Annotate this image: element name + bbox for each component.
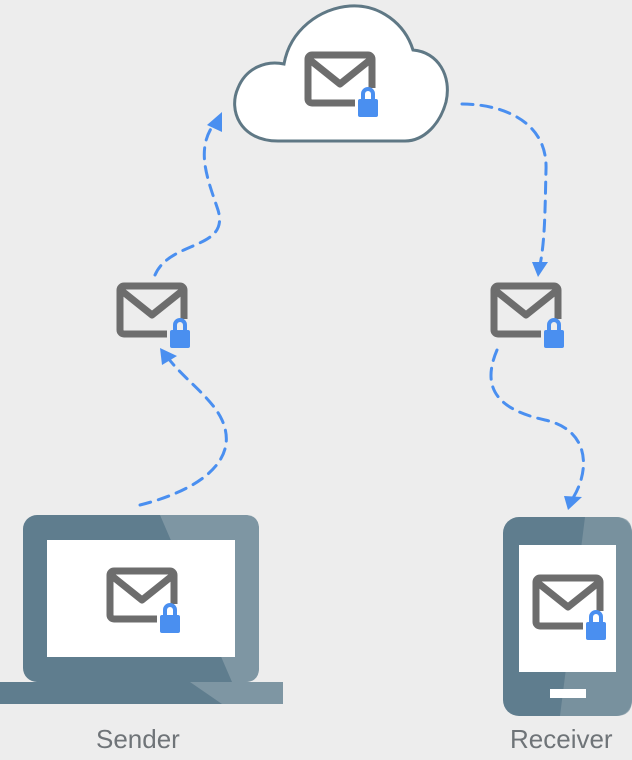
sender-side-envelope-lock-icon — [120, 286, 193, 348]
arrow-cloud-to-envelope — [460, 102, 548, 267]
receiver-side-envelope-lock-icon — [494, 286, 567, 348]
arrow-envelope-to-receiver — [489, 348, 585, 500]
sender-label: Sender — [96, 724, 180, 754]
phone-home-button — [550, 689, 586, 698]
cloud-icon — [233, 4, 449, 143]
laptop-icon — [0, 515, 283, 704]
arrowhead-4 — [564, 496, 582, 510]
arrowhead-1 — [160, 348, 177, 365]
receiver-label: Receiver — [510, 724, 613, 754]
arrowhead-2 — [207, 112, 222, 132]
arrowhead-3 — [532, 262, 548, 277]
arrow-sender-to-envelope — [138, 356, 228, 507]
arrow-envelope-to-cloud — [153, 122, 222, 277]
phone-icon — [503, 517, 632, 716]
